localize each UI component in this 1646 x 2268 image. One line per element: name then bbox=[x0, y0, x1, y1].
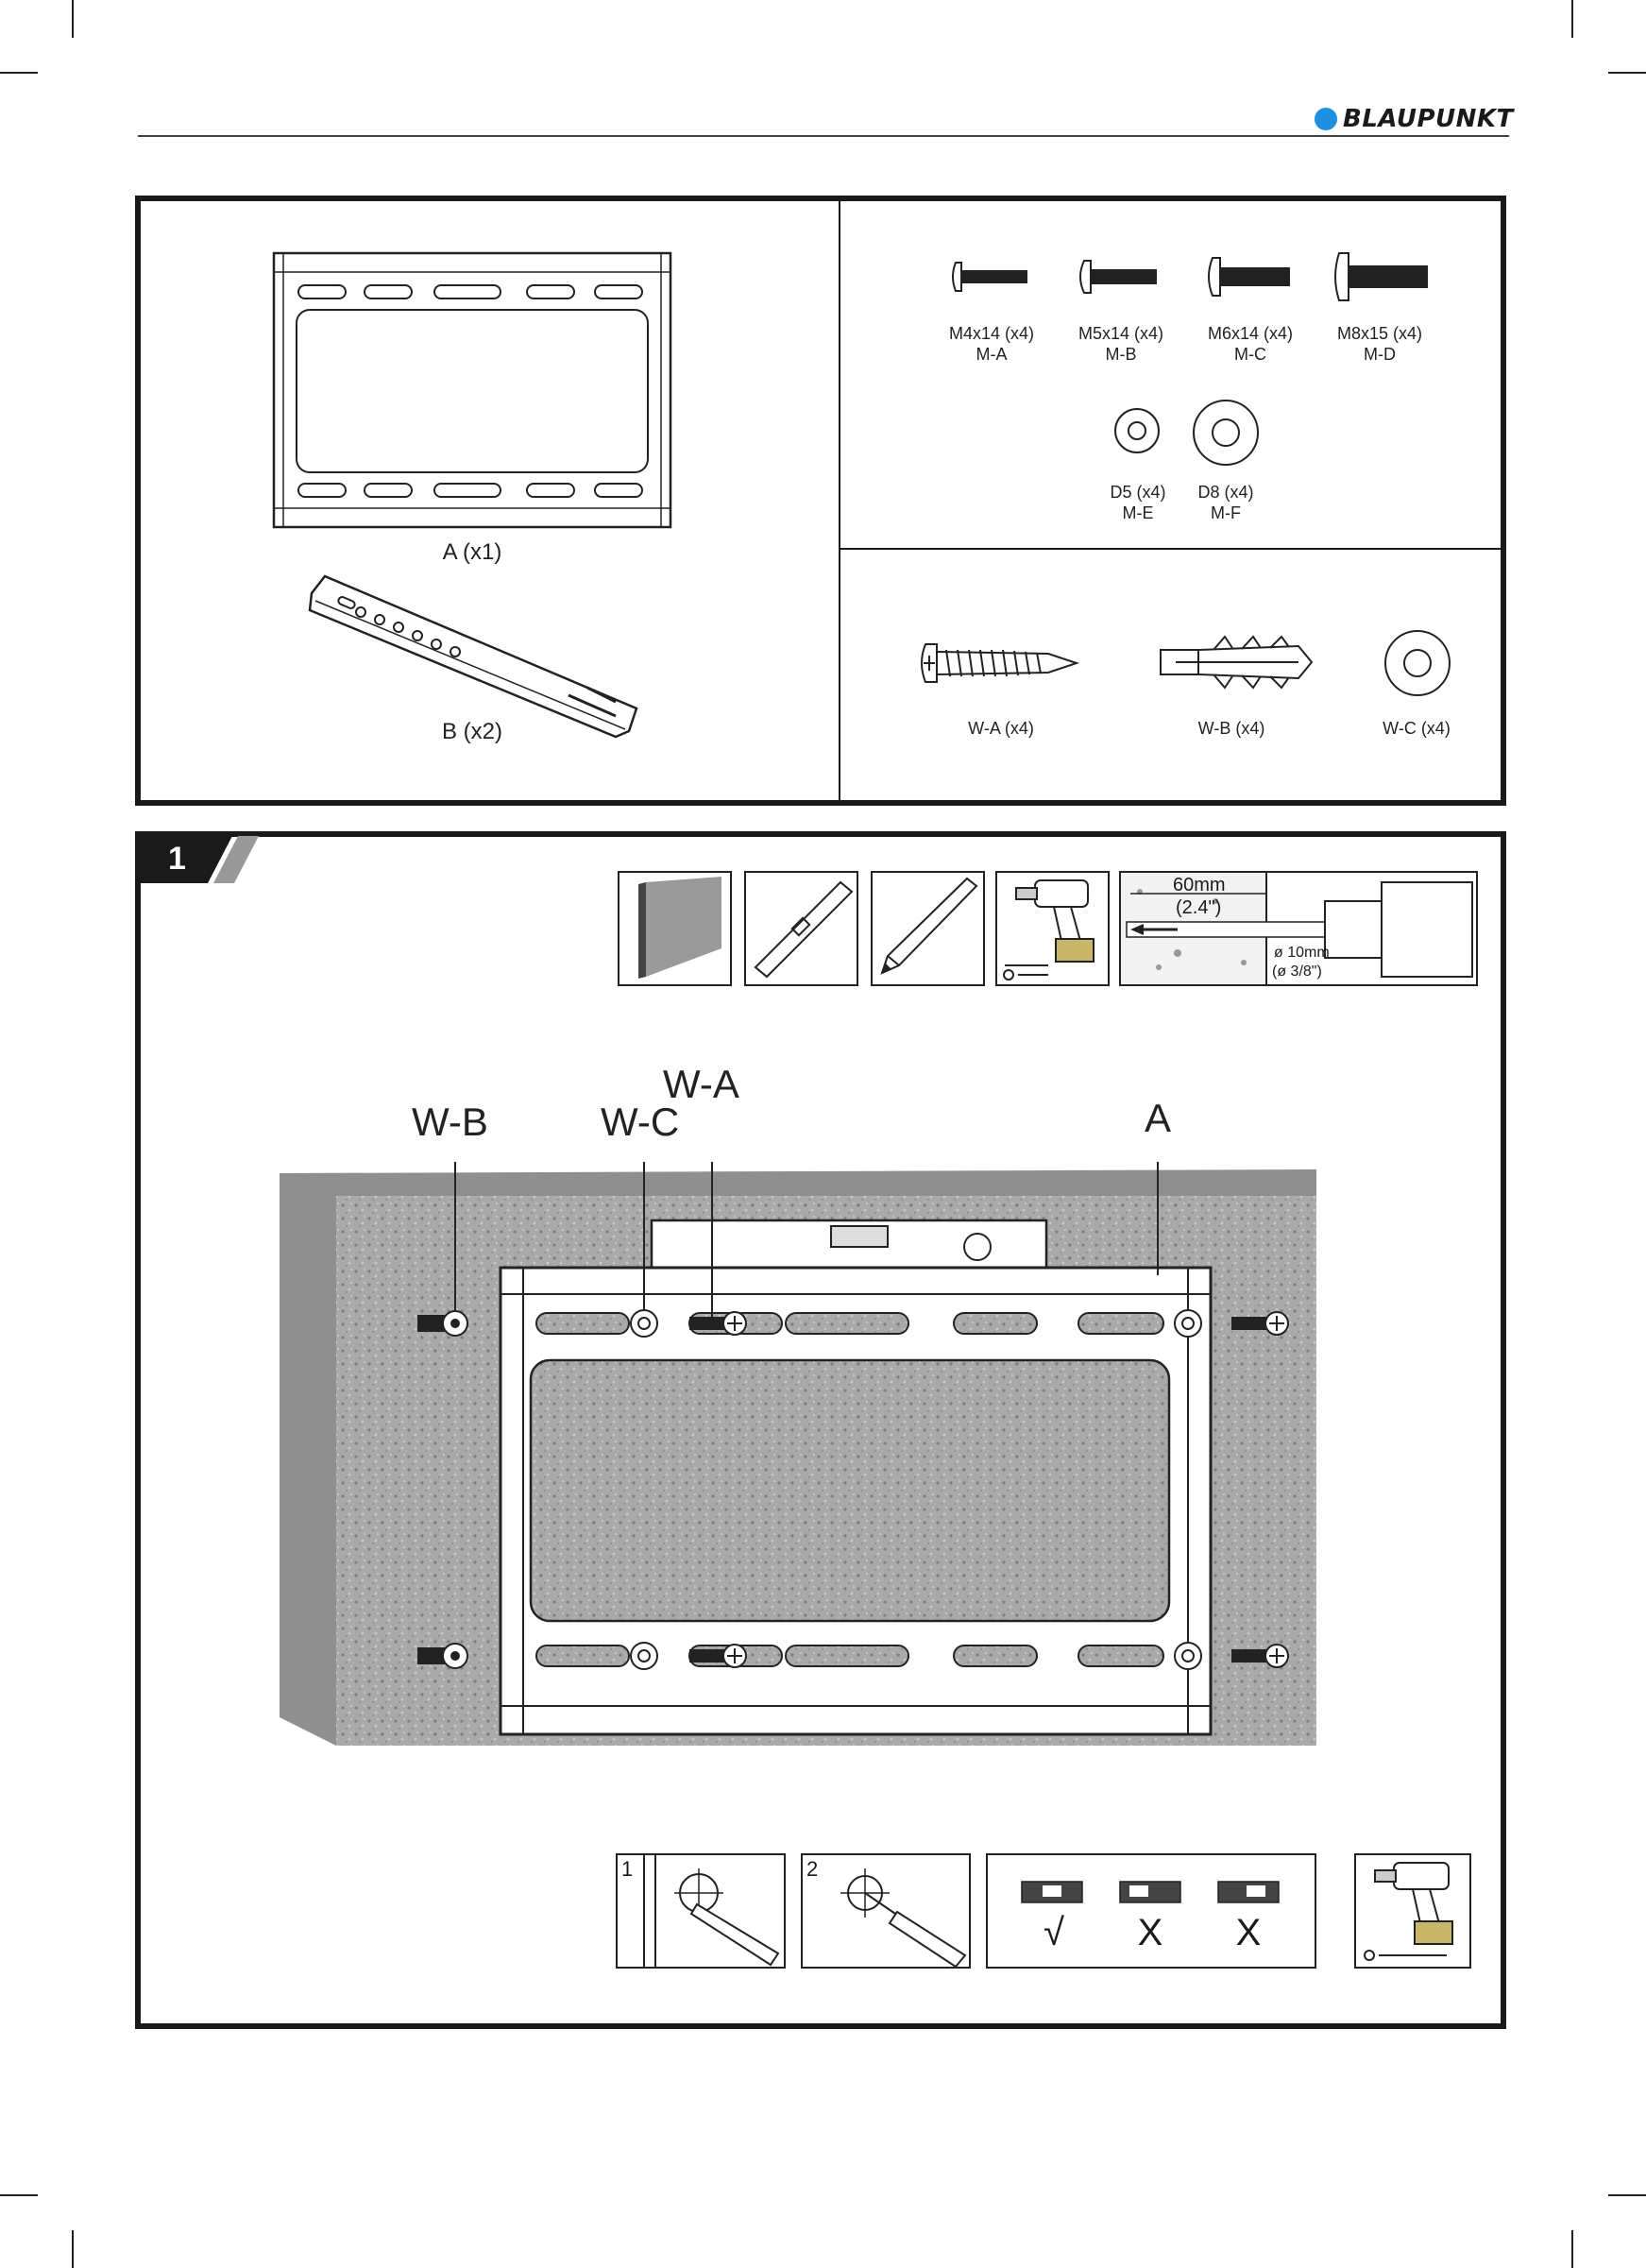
bracket-a-drawing bbox=[264, 247, 680, 536]
crop-mark bbox=[1571, 2230, 1573, 2268]
screw-m-a-size: M4x14 (x4) bbox=[935, 323, 1048, 344]
level-bad-mark-1: X bbox=[1131, 1912, 1169, 1954]
bracket-b-label: B (x2) bbox=[416, 722, 529, 742]
drill-depth-diagram: 60mm (2.4") ø 10mm (ø 3/8") bbox=[1119, 871, 1478, 986]
tool-pencil-box bbox=[871, 871, 985, 986]
screw-m-b-code: M-B bbox=[1064, 344, 1178, 365]
washer-m-e-size: D5 (x4) bbox=[1091, 482, 1185, 503]
screw-m-b-size: M5x14 (x4) bbox=[1064, 323, 1178, 344]
wall-screw-icon bbox=[916, 635, 1081, 691]
crop-mark bbox=[72, 0, 74, 38]
crop-mark bbox=[0, 72, 38, 74]
screw-m-d-size: M8x15 (x4) bbox=[1323, 323, 1436, 344]
crop-mark bbox=[72, 2230, 74, 2268]
screw-m-b-label: M5x14 (x4) M-B bbox=[1064, 323, 1178, 365]
screw-m-c-icon bbox=[1205, 250, 1295, 303]
substep-mark-box: 1 bbox=[616, 1853, 786, 1969]
screwdriver-box bbox=[1354, 1853, 1471, 1969]
step-badge bbox=[138, 836, 259, 883]
drill-depth-in: (2.4") bbox=[1176, 897, 1221, 919]
pencil-icon bbox=[873, 873, 983, 984]
panel-divider-vertical bbox=[839, 201, 840, 800]
washer-m-f-code: M-F bbox=[1179, 503, 1273, 523]
drilling-hole-icon bbox=[803, 1855, 969, 1967]
drill-depth-mm: 60mm bbox=[1173, 875, 1226, 896]
brand-dot-icon bbox=[1315, 108, 1337, 130]
level-ok-mark: √ bbox=[1035, 1912, 1073, 1954]
washer-m-e-label: D5 (x4) M-E bbox=[1091, 482, 1185, 523]
crop-mark bbox=[0, 2194, 38, 2196]
drill-screwdriver-icon bbox=[1356, 1855, 1469, 1967]
wall-plug-label: W-B (x4) bbox=[1175, 718, 1288, 739]
washer-m-e-code: M-E bbox=[1091, 503, 1185, 523]
wall-installation-drawing bbox=[274, 1162, 1322, 1748]
crop-mark bbox=[1608, 2194, 1646, 2196]
callout-a: A bbox=[1145, 1096, 1171, 1141]
screw-m-d-icon bbox=[1332, 247, 1431, 306]
screw-m-c-label: M6x14 (x4) M-C bbox=[1194, 323, 1307, 365]
screw-m-a-label: M4x14 (x4) M-A bbox=[935, 323, 1048, 365]
screw-m-c-code: M-C bbox=[1194, 344, 1307, 365]
tool-wall-box bbox=[618, 871, 732, 986]
callout-w-b: W-B bbox=[412, 1100, 488, 1145]
wall-screw-label: W-A (x4) bbox=[944, 718, 1058, 739]
screw-m-d-label: M8x15 (x4) M-D bbox=[1323, 323, 1436, 365]
screw-m-b-icon bbox=[1077, 253, 1162, 300]
tool-level-box bbox=[744, 871, 858, 986]
power-drill-icon bbox=[997, 873, 1108, 984]
level-check-box: √ X X bbox=[986, 1853, 1316, 1969]
wall-washer-label: W-C (x4) bbox=[1360, 718, 1473, 739]
crop-mark bbox=[1571, 0, 1573, 38]
step-number: 1 bbox=[168, 841, 186, 878]
marking-hole-icon bbox=[618, 1855, 784, 1967]
substep-drill-box: 2 bbox=[801, 1853, 971, 1969]
brand-logo: BLAUPUNKT bbox=[1315, 102, 1514, 136]
header-rule bbox=[138, 135, 1509, 137]
callout-w-a: W-A bbox=[663, 1062, 739, 1107]
washer-m-f-size: D8 (x4) bbox=[1179, 482, 1273, 503]
level-bad-mark-2: X bbox=[1230, 1912, 1267, 1954]
wall-plug-icon bbox=[1157, 633, 1317, 691]
washer-m-f-label: D8 (x4) M-F bbox=[1179, 482, 1273, 523]
wall-washer-icon bbox=[1382, 627, 1453, 699]
crop-mark bbox=[1608, 72, 1646, 74]
bracket-a-label: A (x1) bbox=[416, 542, 529, 563]
screw-m-a-code: M-A bbox=[935, 344, 1048, 365]
spirit-level-icon bbox=[746, 873, 857, 984]
drill-diameter-mm: ø 10mm bbox=[1274, 945, 1330, 962]
screw-m-d-code: M-D bbox=[1323, 344, 1436, 365]
wall-texture-icon bbox=[619, 873, 730, 984]
washer-m-e-icon bbox=[1112, 406, 1162, 455]
panel-divider-horizontal bbox=[840, 548, 1501, 550]
drill-diameter-in: (ø 3/8") bbox=[1272, 963, 1322, 981]
brand-name: BLAUPUNKT bbox=[1343, 105, 1514, 133]
tool-drill-box bbox=[995, 871, 1110, 986]
screw-m-a-icon bbox=[948, 253, 1033, 300]
screw-m-c-size: M6x14 (x4) bbox=[1194, 323, 1307, 344]
washer-m-f-icon bbox=[1190, 397, 1262, 469]
